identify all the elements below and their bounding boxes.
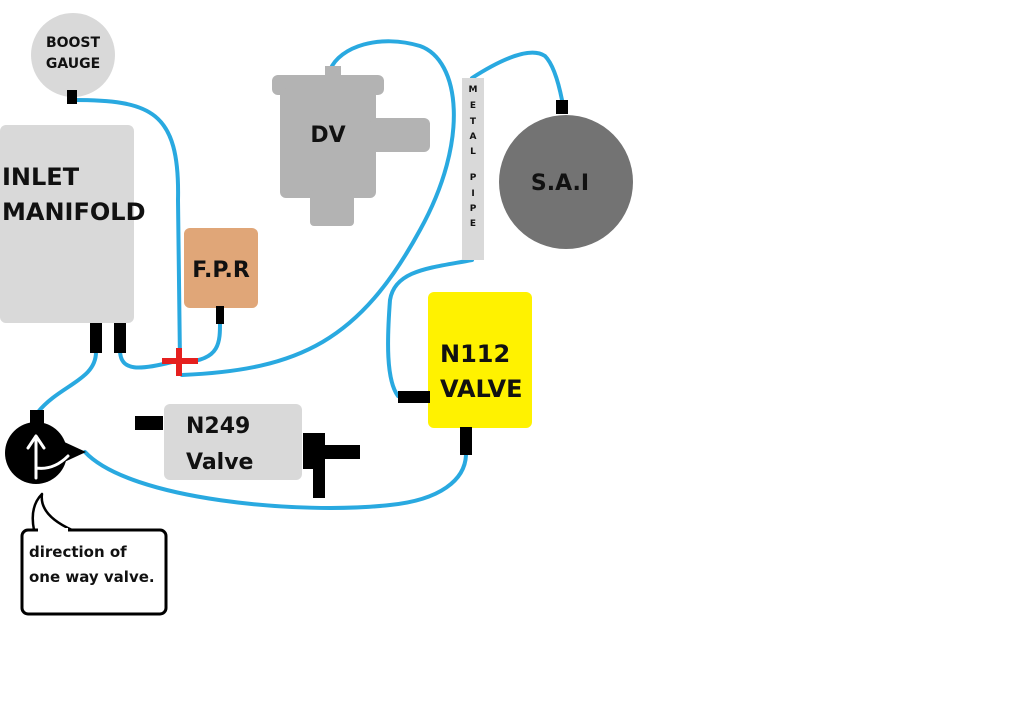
hoses — [36, 39, 564, 510]
n112-valve: N112 VALVE — [398, 292, 532, 455]
metal-pipe-letter: E — [470, 219, 476, 229]
callout-text-1: direction of — [29, 543, 127, 561]
hose-tee-to-dv — [180, 39, 456, 377]
hose-metal-pipe-to-n112 — [386, 258, 474, 398]
dv-label: DV — [310, 123, 345, 148]
metal-pipe-letter: T — [470, 117, 477, 127]
hose-fpr-to-tee — [183, 316, 223, 364]
callout-text-2: one way valve. — [29, 568, 155, 586]
dv-valve: DV — [272, 66, 430, 226]
one-way-arrow-icon — [26, 434, 70, 480]
metal-pipe: M E T A L P I P E — [462, 78, 484, 260]
metal-pipe-letter: P — [470, 173, 477, 183]
hose-manifold-to-one-way-valve — [36, 350, 98, 414]
fpr-label: F.P.R — [192, 258, 250, 283]
sai-label: S.A.I — [531, 171, 589, 196]
sai-unit: S.A.I — [499, 100, 633, 249]
n249-valve: N249 Valve — [135, 404, 360, 498]
callout-bubble: direction of one way valve. — [20, 492, 168, 616]
n112-label-2: VALVE — [440, 375, 522, 403]
one-way-valve — [5, 410, 86, 484]
boost-gauge-label-2: GAUGE — [46, 56, 100, 72]
fpr-regulator: F.P.R — [184, 228, 258, 324]
n249-label-1: N249 — [186, 414, 250, 439]
inlet-manifold-label-2: MANIFOLD — [2, 198, 145, 226]
inlet-manifold: INLET MANIFOLD — [0, 125, 145, 353]
metal-pipe-letter: I — [471, 189, 474, 199]
metal-pipe-letter: M — [469, 85, 478, 95]
hose-one-way-valve-to-n112 — [83, 450, 468, 510]
hose-metal-pipe-to-sai — [470, 50, 564, 102]
metal-pipe-letter: L — [470, 147, 476, 157]
inlet-manifold-label-1: INLET — [2, 163, 80, 191]
tee-connector — [162, 348, 198, 376]
boost-gauge: BOOST GAUGE — [31, 13, 115, 104]
boost-gauge-label-1: BOOST — [46, 35, 101, 51]
metal-pipe-letter: E — [470, 101, 476, 111]
n112-label-1: N112 — [440, 340, 510, 368]
metal-pipe-letter: P — [470, 204, 477, 214]
metal-pipe-letter: A — [470, 132, 477, 142]
hose-manifold-to-tee — [118, 348, 174, 370]
n249-label-2: Valve — [186, 450, 253, 475]
hose-boost-gauge-to-tee — [70, 98, 182, 364]
